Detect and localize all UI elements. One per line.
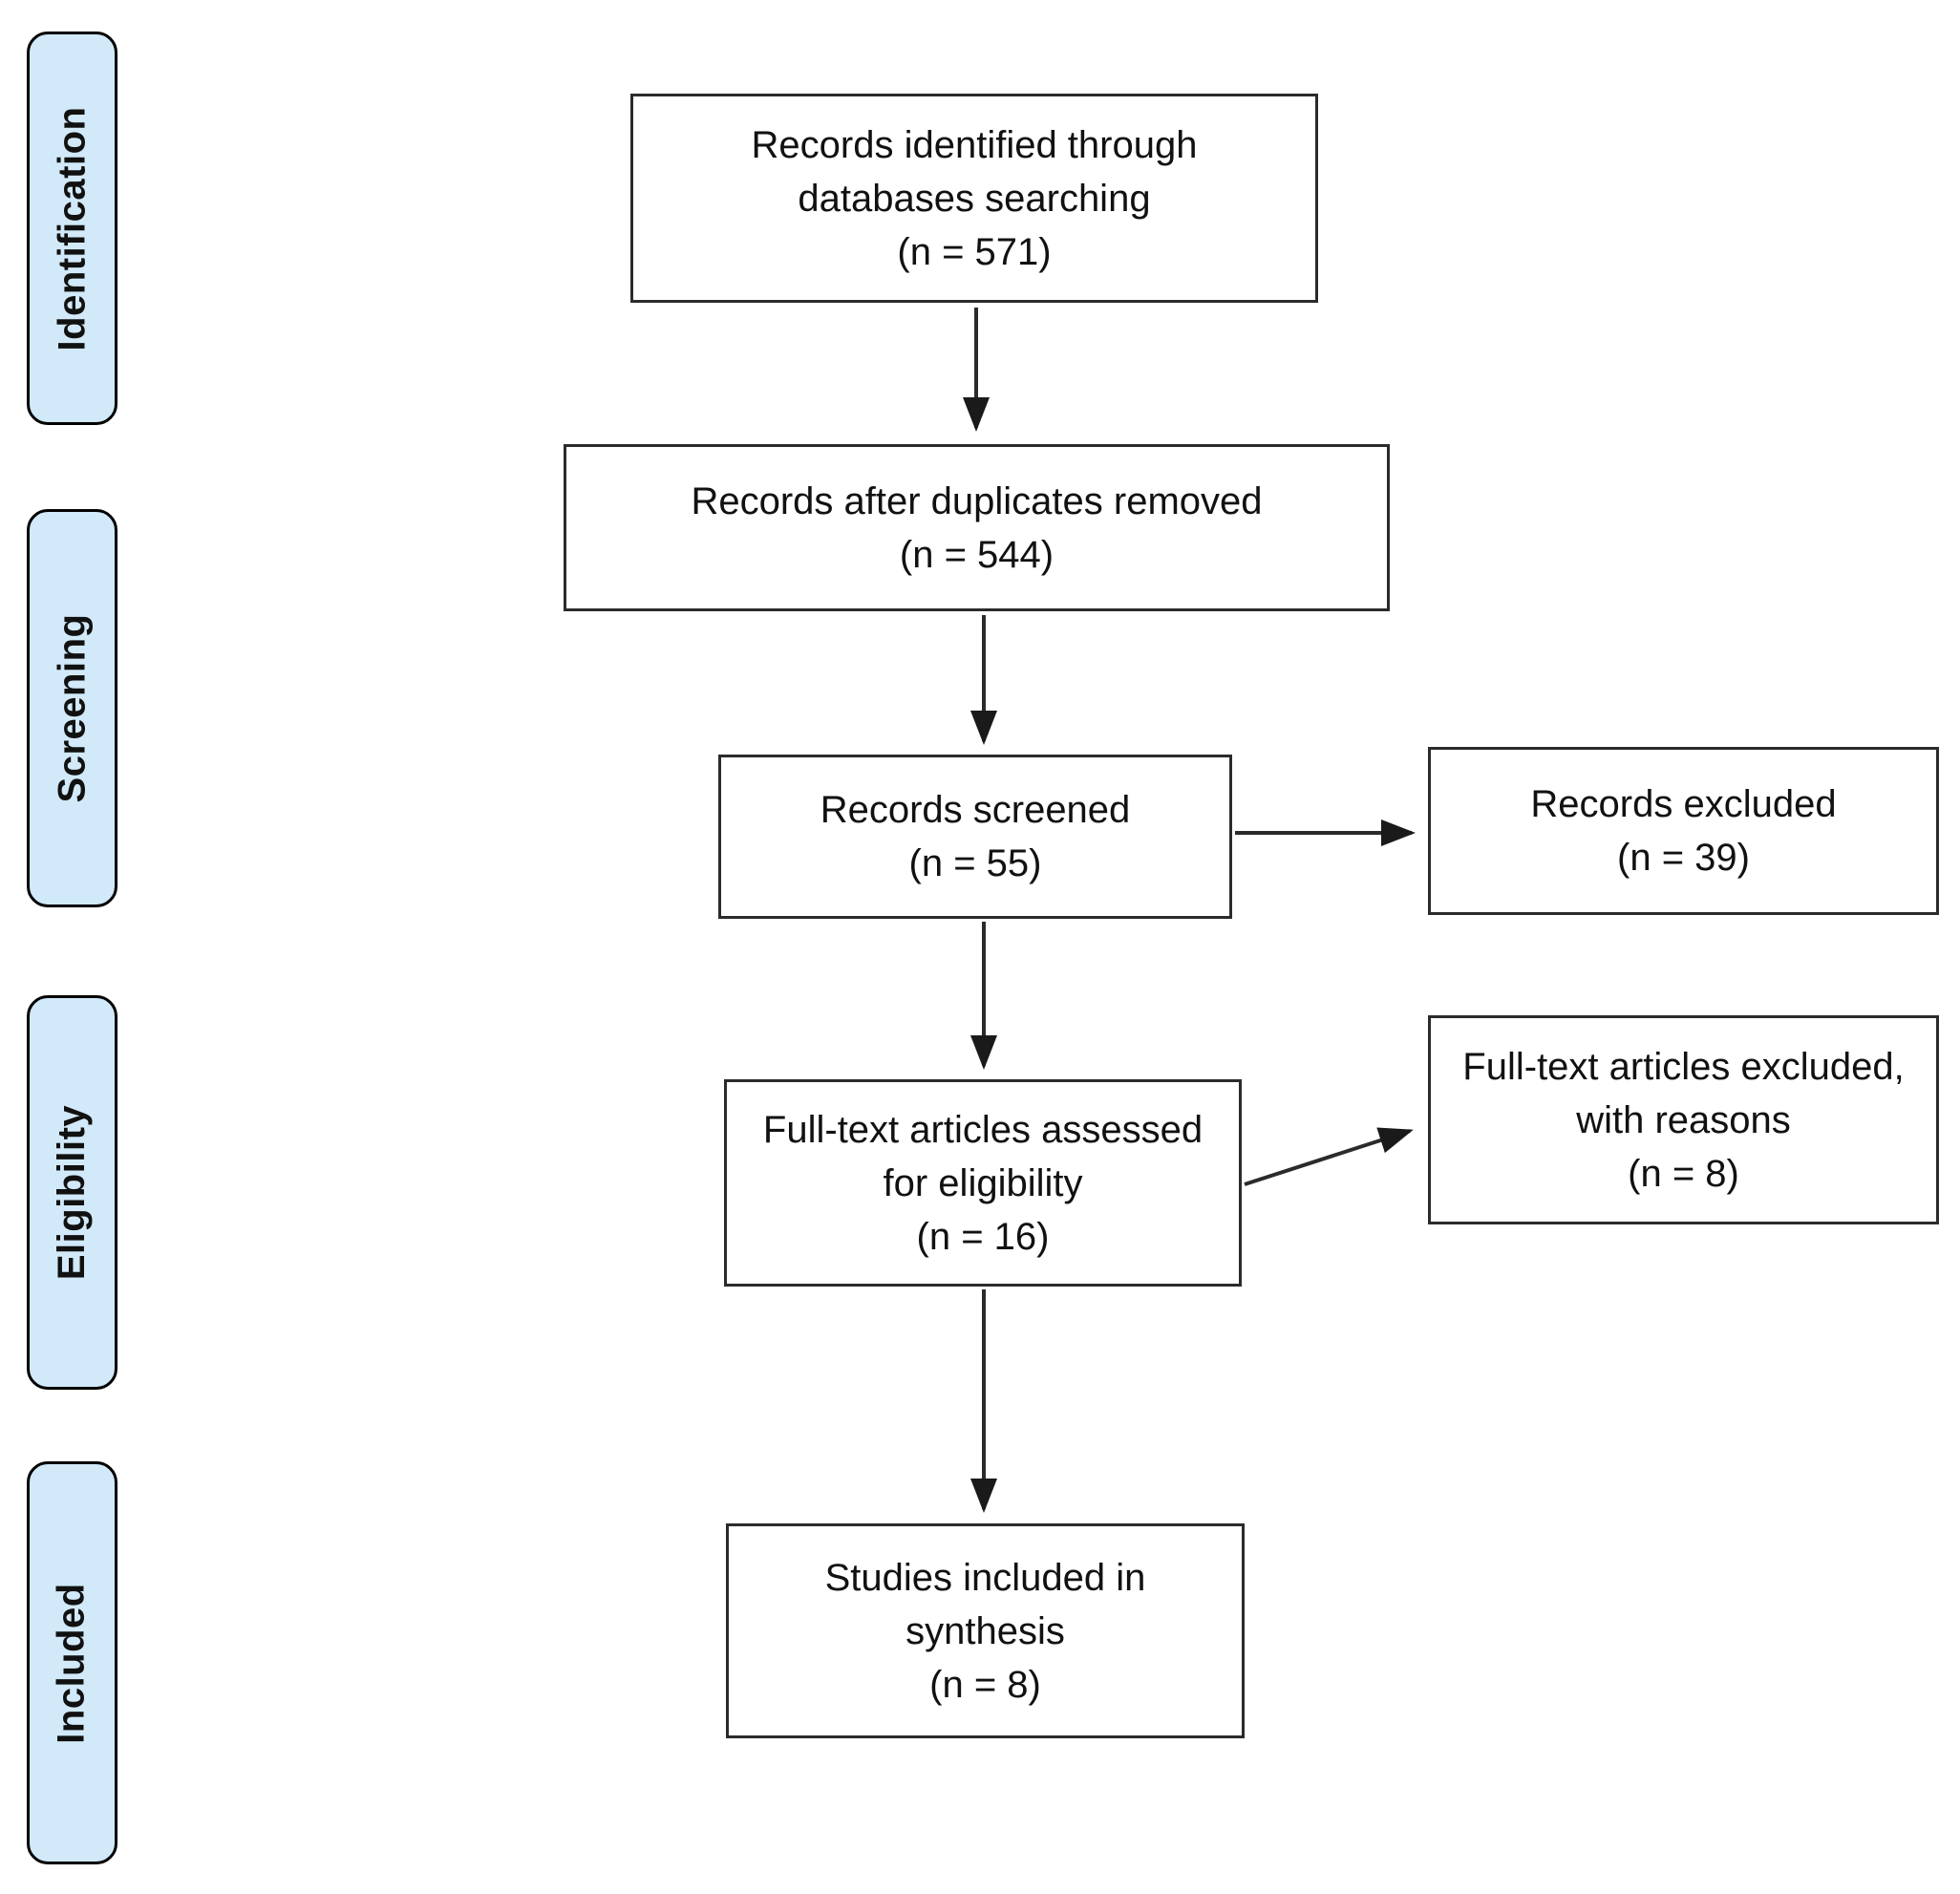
box-records-screened: Records screened (n = 55) — [718, 755, 1232, 919]
box-records-excluded: Records excluded (n = 39) — [1428, 747, 1939, 915]
box-studies-included: Studies included in synthesis (n = 8) — [726, 1523, 1245, 1738]
stage-included-label: Included — [51, 1582, 94, 1744]
box-line: Records screened — [820, 789, 1131, 831]
box-fulltext-excluded: Full-text articles excluded, with reason… — [1428, 1015, 1939, 1224]
box-line: Full-text articles assessed — [762, 1108, 1204, 1151]
box-line: databases searching — [798, 177, 1151, 220]
stage-eligibility-label: Eligibility — [51, 1104, 94, 1281]
box-records-after-duplicates-removed: Records after duplicates removed (n = 54… — [564, 444, 1390, 611]
box-count: (n = 544) — [899, 533, 1055, 576]
box-line: Records identified through — [751, 123, 1198, 166]
stage-screening-label: Screening — [51, 613, 93, 803]
box-count: (n = 55) — [908, 842, 1042, 884]
box-fulltext-assessed: Full-text articles assessed for eligibil… — [724, 1079, 1242, 1287]
box-line: with reasons — [1576, 1098, 1791, 1141]
box-line: Records after duplicates removed — [691, 479, 1263, 522]
box-records-identified: Records identified through databases sea… — [630, 94, 1318, 303]
box-line: for eligibility — [883, 1161, 1083, 1204]
stage-included: Included — [27, 1461, 117, 1864]
stage-identification: Identification — [27, 32, 117, 425]
stage-eligibility: Eligibility — [27, 995, 117, 1390]
box-count: (n = 16) — [916, 1215, 1050, 1258]
arrow-fulltext-to-excluded — [1244, 1127, 1414, 1186]
box-line: Records excluded — [1530, 783, 1837, 825]
box-count: (n = 571) — [897, 230, 1052, 273]
box-count: (n = 39) — [1617, 837, 1750, 879]
box-count: (n = 8) — [1628, 1152, 1739, 1195]
box-line: Full-text articles excluded, — [1462, 1045, 1905, 1088]
box-line: Studies included in — [824, 1556, 1146, 1599]
stage-screening: Screening — [27, 509, 117, 907]
box-count: (n = 8) — [929, 1663, 1041, 1706]
box-line: synthesis — [905, 1609, 1065, 1652]
stage-identification-label: Identification — [51, 106, 94, 351]
